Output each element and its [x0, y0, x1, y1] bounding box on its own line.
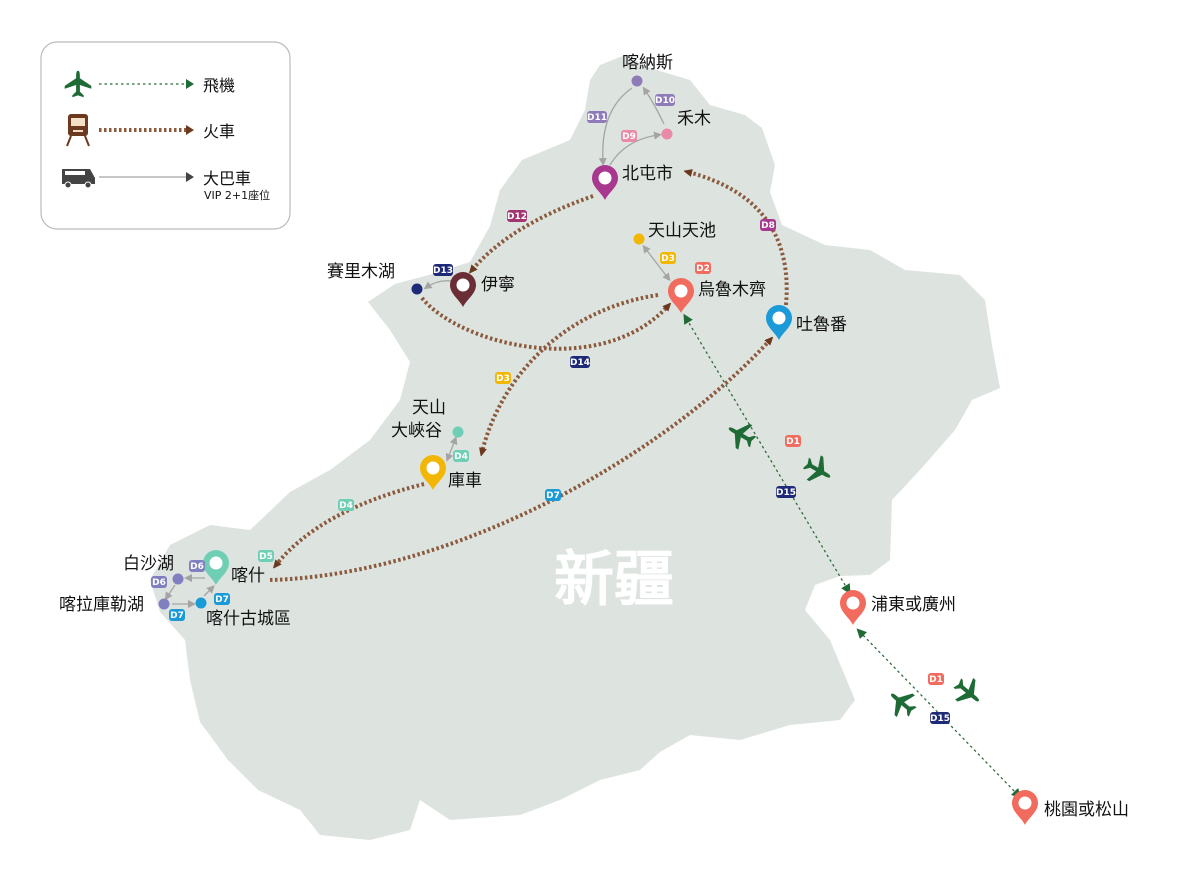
- city-pudong-label: 浦東或廣州: [871, 595, 956, 615]
- legend-plane-label: 飛機: [203, 76, 235, 95]
- spot-oldtown-dot[interactable]: [195, 597, 207, 609]
- svg-text:D12: D12: [507, 212, 527, 222]
- svg-text:D9: D9: [622, 132, 636, 142]
- svg-text:D14: D14: [570, 358, 590, 368]
- city-kuqa-label: 庫車: [448, 471, 482, 491]
- svg-text:D6: D6: [190, 562, 204, 572]
- bus-icon: [62, 169, 95, 189]
- svg-text:D6: D6: [152, 578, 166, 588]
- spot-sayram-dot[interactable]: [411, 283, 423, 295]
- pin-taoyuan-icon[interactable]: [1012, 790, 1038, 825]
- svg-text:D7: D7: [215, 595, 229, 605]
- svg-text:D4: D4: [454, 452, 468, 462]
- spot-kanas-label: 喀納斯: [622, 53, 673, 73]
- svg-text:D7: D7: [546, 491, 560, 501]
- svg-text:D15: D15: [930, 714, 950, 724]
- plane-routes: [683, 313, 1022, 799]
- spot-canyon-label-1: 天山: [412, 398, 446, 418]
- plane-icon: [948, 672, 988, 712]
- svg-text:D13: D13: [433, 266, 453, 276]
- svg-text:D3: D3: [661, 254, 675, 264]
- spot-hemu-dot[interactable]: [661, 128, 673, 140]
- legend-bus-note: VIP 2+1座位: [204, 188, 270, 202]
- svg-text:D1: D1: [929, 675, 943, 685]
- city-kashgar-label: 喀什: [231, 566, 265, 586]
- plane-icon: [882, 683, 922, 723]
- legend-bus-row: 大巴車 VIP 2+1座位: [62, 169, 270, 202]
- day-badge: D9: [621, 130, 637, 142]
- day-badge: D10: [655, 94, 675, 106]
- day-badge: D15: [776, 486, 796, 498]
- day-badge: D1: [928, 673, 944, 685]
- day-badge: D3: [660, 252, 676, 264]
- day-badge: D15: [930, 712, 950, 724]
- day-badge: D4: [338, 499, 354, 511]
- pin-pudong-icon[interactable]: [840, 590, 866, 625]
- city-turpan-label: 吐魯番: [796, 315, 847, 335]
- day-badge: D7: [545, 489, 561, 501]
- spot-baisha-label: 白沙湖: [123, 554, 174, 574]
- cities: 北屯市 伊寧 烏魯木齊 吐魯番 庫車 喀什 浦東或廣州 桃園或松山: [203, 164, 1129, 825]
- city-taoyuan-label: 桃園或松山: [1044, 800, 1129, 820]
- svg-text:D3: D3: [496, 374, 510, 384]
- spot-hemu-label: 禾木: [677, 109, 711, 129]
- bus-routes: [164, 86, 671, 608]
- svg-text:D5: D5: [259, 552, 273, 562]
- legend-bus-label: 大巴車: [203, 169, 251, 188]
- day-badge: D7: [214, 593, 230, 605]
- day-badge: D5: [258, 550, 274, 562]
- spot-canyon-label-2: 大峽谷: [391, 421, 442, 441]
- region-title: 新疆: [554, 545, 674, 615]
- svg-text:D10: D10: [655, 96, 675, 106]
- spot-karakul-dot[interactable]: [158, 598, 170, 610]
- day-badge: D13: [433, 264, 453, 276]
- legend-train-row: 火車: [66, 114, 235, 147]
- day-badge: D4: [453, 450, 469, 462]
- day-badge: D11: [587, 111, 607, 123]
- city-beitun-label: 北屯市: [622, 164, 673, 184]
- day-badge: D1: [785, 435, 801, 447]
- spot-canyon-dot[interactable]: [452, 426, 464, 438]
- train-icon: [66, 114, 90, 147]
- svg-text:D4: D4: [339, 501, 353, 511]
- day-badge: D6: [189, 560, 205, 572]
- day-badges: D11 D10 D9 D12 D8 D13 D3 D2 D14 D3 D4 D4…: [151, 94, 950, 724]
- spot-tianchi-label: 天山天池: [648, 221, 716, 241]
- legend: 飛機 火車 大巴車 VIP 2+1座位: [40, 41, 291, 230]
- legend-plane-row: 飛機: [64, 70, 235, 98]
- svg-text:D8: D8: [761, 221, 775, 231]
- spot-sayram-label: 賽里木湖: [327, 261, 395, 282]
- day-badge: D3: [495, 372, 511, 384]
- xinjiang-land: [150, 55, 1000, 840]
- svg-text:D2: D2: [696, 264, 710, 274]
- city-urumqi-label: 烏魯木齊: [698, 280, 766, 300]
- spot-kanas-dot[interactable]: [631, 75, 643, 87]
- day-badge: D2: [695, 262, 711, 274]
- svg-text:D15: D15: [776, 488, 796, 498]
- spots: 喀納斯 禾木 天山天池 賽里木湖 天山 大峽谷 白沙湖 喀拉庫勒湖 喀什古城區: [59, 53, 716, 629]
- day-badge: D6: [151, 576, 167, 588]
- day-badge: D8: [760, 219, 776, 231]
- day-badge: D14: [570, 356, 590, 368]
- svg-text:D11: D11: [587, 113, 607, 123]
- svg-text:D7: D7: [170, 611, 184, 621]
- spot-oldtown-label: 喀什古城區: [206, 609, 291, 629]
- legend-train-label: 火車: [203, 122, 235, 141]
- spot-karakul-label: 喀拉庫勒湖: [59, 595, 144, 615]
- day-badge: D7: [169, 609, 185, 621]
- day-badge: D12: [507, 210, 527, 222]
- svg-text:D1: D1: [786, 437, 800, 447]
- spot-tianchi-dot[interactable]: [633, 233, 645, 245]
- spot-baisha-dot[interactable]: [172, 573, 184, 585]
- city-yining-label: 伊寧: [481, 275, 515, 295]
